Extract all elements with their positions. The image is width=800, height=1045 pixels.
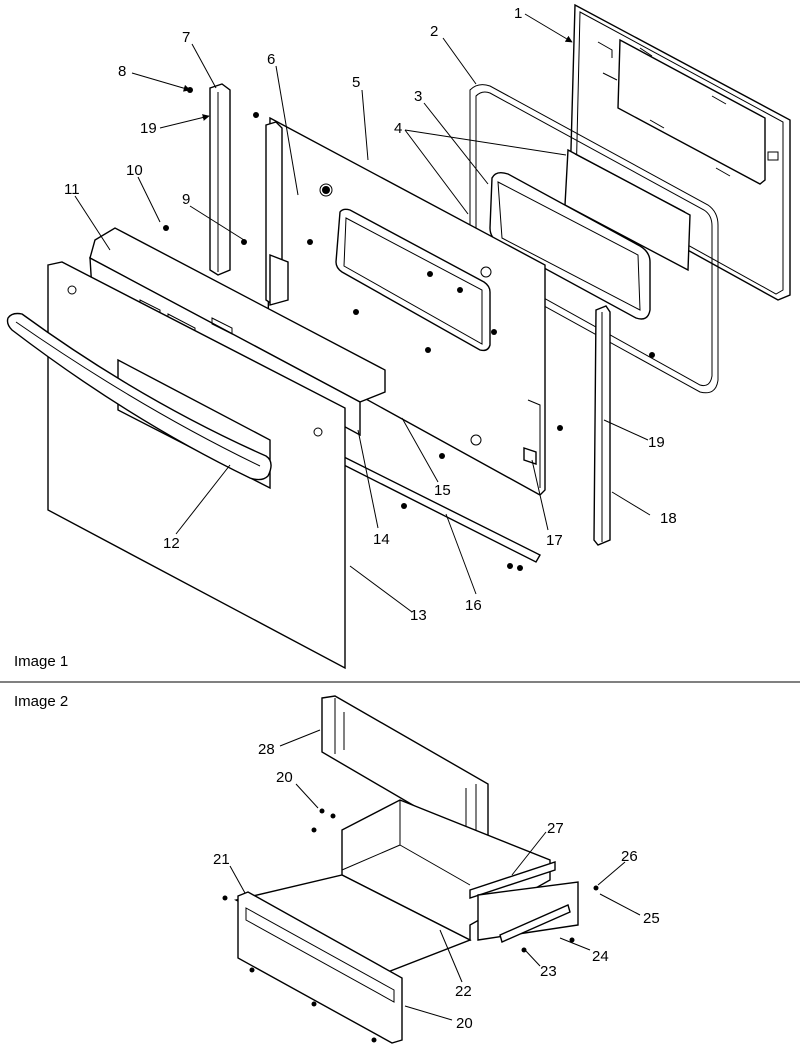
callout-7: 7 [182,29,190,46]
callout-23: 23 [540,963,557,980]
callouts-image-2: 28 20 21 22 27 26 25 24 23 20 [213,741,660,1032]
part-7-hinge-channel-left [209,83,231,276]
callout-25: 25 [643,910,660,927]
part-9-hinge-receiver [265,121,289,306]
part-4-inner-glass [564,148,691,272]
part-18-hinge-channel-right [593,305,611,546]
part-23-slide [477,881,579,943]
callout-3: 3 [414,88,422,105]
callout-11: 11 [64,181,80,198]
callout-15: 15 [434,482,451,499]
screws-image-2 [222,808,599,1043]
leader-lines-image-2 [229,729,641,1021]
callout-2: 2 [430,23,438,40]
callout-6: 6 [267,51,275,68]
callout-26: 26 [621,848,638,865]
callout-20-upper: 20 [276,769,293,786]
callout-28: 28 [258,741,275,758]
callout-19-upper: 19 [140,120,157,137]
callout-1: 1 [514,5,522,22]
part-27-side-rail [469,861,556,899]
callout-8: 8 [118,63,126,80]
callout-5: 5 [352,74,360,91]
section-label-image-1: Image 1 [14,653,68,670]
callout-4: 4 [394,120,402,137]
part-17-bracket [523,447,537,465]
callout-27: 27 [547,820,564,837]
callout-12: 12 [163,535,180,552]
screws-image-1 [163,87,655,571]
callout-14: 14 [373,531,390,548]
image-2-drawer-assembly: Image 2 [14,693,660,1044]
leader-lines-image-1 [74,13,651,613]
callout-13: 13 [410,607,427,624]
part-12-door-handle [6,312,272,481]
section-label-image-2: Image 2 [14,693,68,710]
callout-19-lower: 19 [648,434,665,451]
callout-24: 24 [592,948,609,965]
part-5-inner-door-panel [267,116,546,496]
callout-21: 21 [213,851,230,868]
callout-17: 17 [546,532,563,549]
callout-20-lower: 20 [456,1015,473,1032]
callouts-image-1: 1 2 3 4 5 6 7 8 19 10 9 11 12 13 14 15 1… [64,5,677,624]
callout-22: 22 [455,983,472,1000]
image-1-door-assembly: 1 2 3 4 5 6 7 8 19 10 9 11 12 13 14 15 1… [6,3,791,670]
callout-10: 10 [126,162,143,179]
part-1-outer-door-panel [569,3,791,301]
part-21-drawer-front [237,891,403,1044]
callout-16: 16 [465,597,482,614]
callout-9: 9 [182,191,190,208]
callout-18: 18 [660,510,677,527]
